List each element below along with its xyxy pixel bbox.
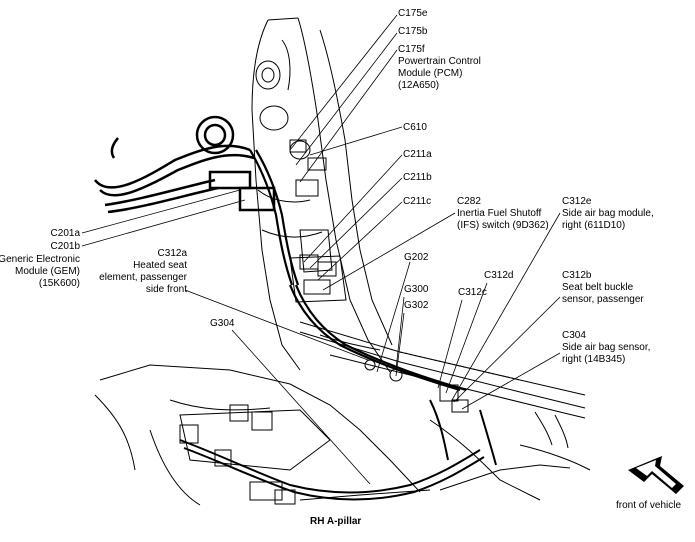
- callout-c282-id: C282: [457, 196, 481, 207]
- floor-harness: [179, 399, 497, 501]
- callout-pcm-line-1: Powertrain Control: [398, 56, 481, 67]
- callout-c175b: C175b: [398, 26, 428, 37]
- leader-lines: [81, 14, 561, 485]
- callout-g304: G304: [210, 318, 235, 329]
- floor-pan: [94, 364, 591, 506]
- callout-g202: G202: [404, 252, 429, 263]
- callout-c175e: C175e: [398, 8, 428, 19]
- callout-side-air-bag-module-line-1: Side air bag module,: [562, 208, 654, 219]
- callout-c312d: C312d: [484, 270, 514, 281]
- callout-side-air-bag-module-line-2: right (611D10): [562, 220, 626, 231]
- callout-c175f: C175f: [398, 44, 425, 55]
- callout-g300: G300: [404, 284, 429, 295]
- callout-heated-seat-line-1: Heated seat: [133, 260, 187, 271]
- sill-rails: [299, 321, 586, 449]
- callout-c312a-id: C312a: [157, 248, 187, 259]
- callout-ifs-line-1: Inertia Fuel Shutoff: [457, 208, 542, 219]
- callout-heated-seat-line-2: element, passenger: [99, 272, 187, 283]
- callout-pcm-line-3: (12A650): [398, 80, 440, 91]
- floor-connectors: [179, 359, 469, 505]
- callout-c304: C304 Side air bag sensor, right (14B345): [562, 330, 650, 366]
- callout-seat-belt-line-1: Seat belt buckle: [562, 282, 634, 293]
- callout-c610: C610: [403, 122, 427, 133]
- orientation-label: front of vehicle: [616, 500, 682, 511]
- a-pillar-panel: [251, 17, 393, 373]
- callout-gem-line-3: (15K600): [38, 278, 80, 289]
- diagram-caption: RH A-pillar: [310, 516, 362, 527]
- callout-pcm: Powertrain Control Module (PCM) (12A650): [398, 56, 481, 92]
- callout-c201a: C201a: [50, 228, 80, 239]
- gem-harness: [94, 115, 276, 214]
- callout-c312c: C312c: [458, 287, 487, 298]
- callout-gem: Generic Electronic Module (GEM) (15K600): [0, 254, 80, 290]
- callout-c312e-id: C312e: [562, 196, 592, 207]
- callout-side-air-bag-sensor-line-2: right (14B345): [562, 354, 626, 365]
- callout-c211c: C211c: [403, 196, 432, 207]
- callout-c282: C282 Inertia Fuel Shutoff (IFS) switch (…: [457, 196, 549, 232]
- callout-pcm-line-2: Module (PCM): [398, 68, 463, 79]
- callout-c312b-id: C312b: [562, 270, 592, 281]
- callout-c312e: C312e Side air bag module, right (611D10…: [562, 196, 654, 232]
- callout-c304-id: C304: [562, 330, 586, 341]
- callout-ifs-line-2: (IFS) switch (9D362): [457, 220, 549, 231]
- callout-c211a: C211a: [403, 149, 432, 160]
- callout-side-air-bag-sensor-line-1: Side air bag sensor,: [562, 342, 651, 353]
- callout-g302: G302: [404, 300, 429, 311]
- front-direction-arrow-icon: [628, 456, 684, 494]
- callout-heated-seat-line-3: side front: [145, 284, 187, 295]
- callout-seat-belt-line-2: sensor, passenger: [562, 294, 644, 305]
- callout-c312b: C312b Seat belt buckle sensor, passenger: [562, 270, 644, 306]
- callout-c312a: C312a Heated seat element, passenger sid…: [99, 248, 187, 296]
- callout-gem-line-2: Module (GEM): [14, 266, 80, 277]
- callout-gem-line-1: Generic Electronic: [0, 254, 80, 265]
- callout-c201b: C201b: [50, 241, 80, 252]
- callout-c211b: C211b: [403, 172, 432, 183]
